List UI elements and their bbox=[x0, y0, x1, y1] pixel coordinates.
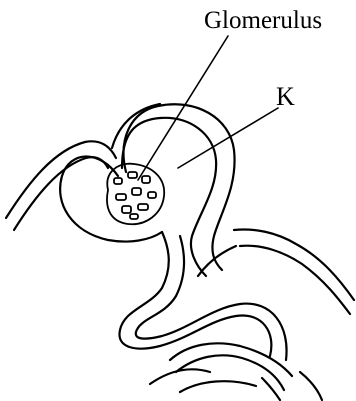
glomerulus-label: Glomerulus bbox=[204, 8, 322, 33]
bowmans-capsule bbox=[60, 104, 234, 276]
renal-tubule bbox=[119, 232, 286, 360]
k-leader-line bbox=[178, 108, 278, 168]
k-label: K bbox=[276, 84, 295, 110]
